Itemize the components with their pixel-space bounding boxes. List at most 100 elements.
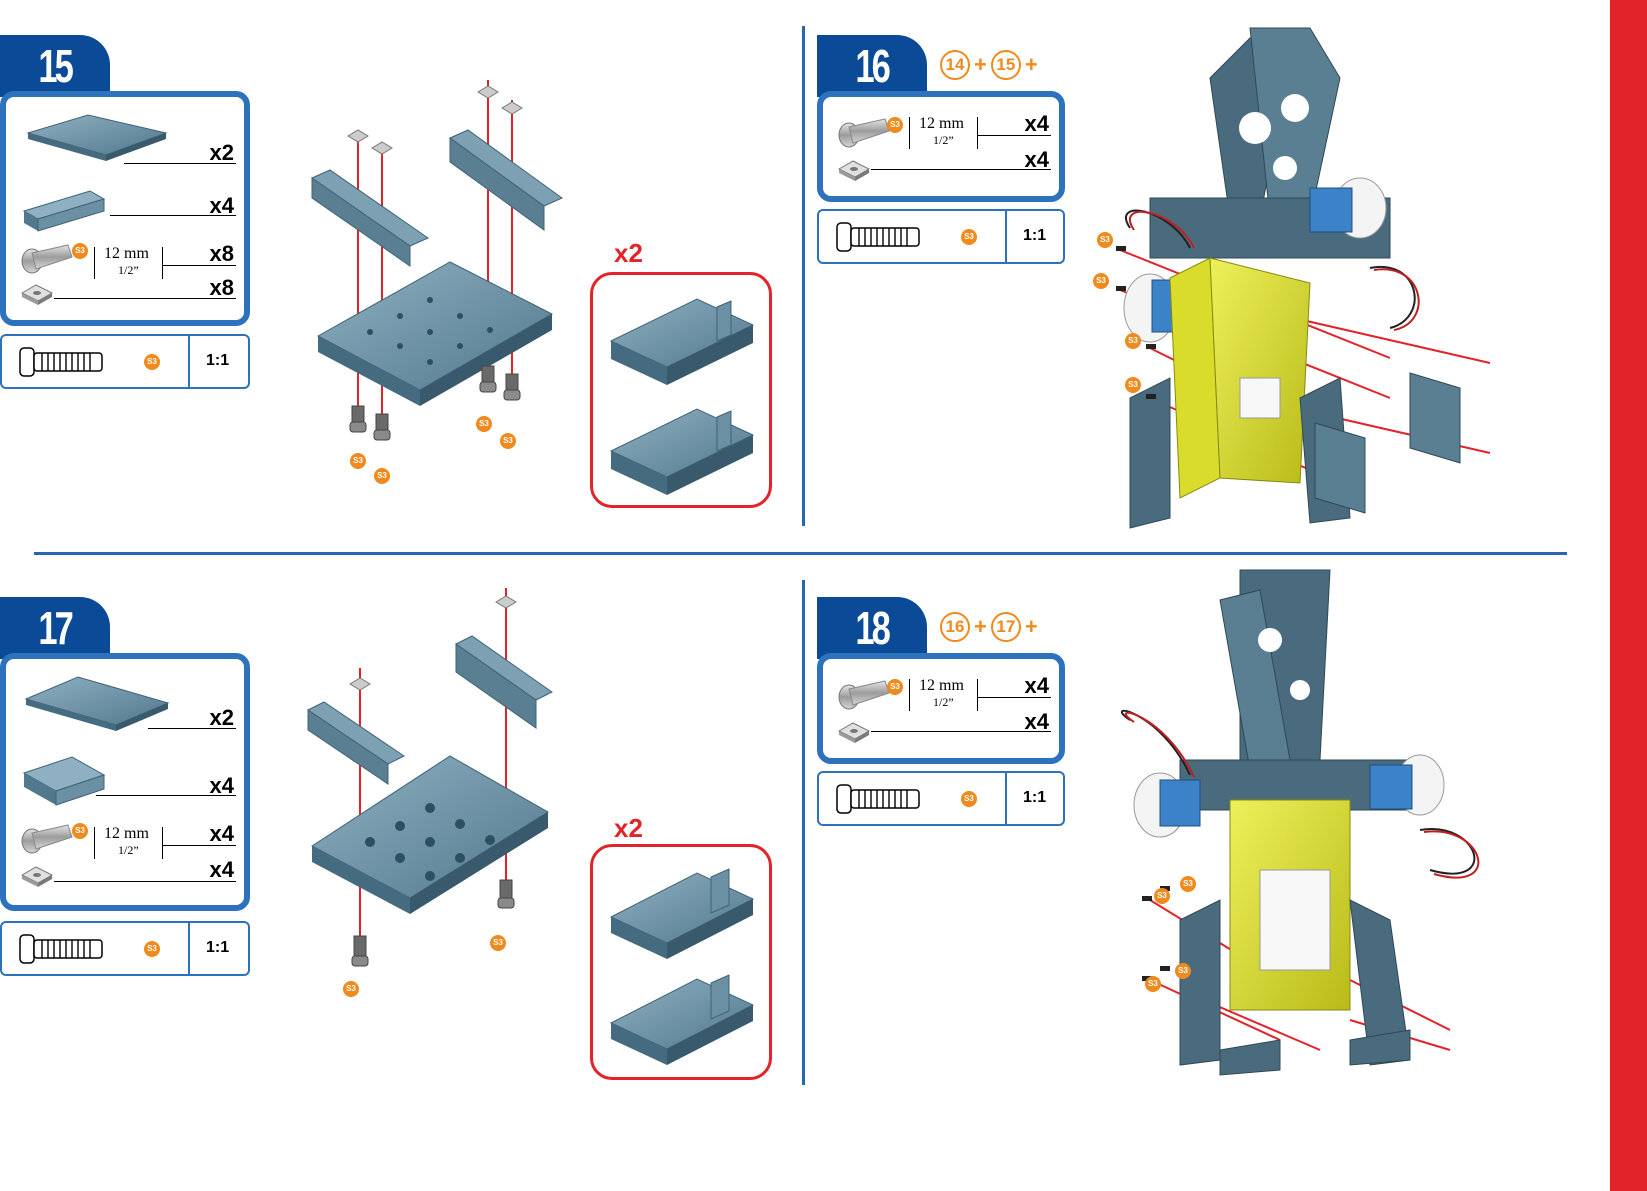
part-qty: x8: [194, 241, 234, 267]
parts-panel: x2 x4 S3 12 mm 1/2” x4 x4: [0, 653, 250, 911]
screw-icon: [837, 115, 893, 149]
s3-callout: S3: [1145, 976, 1161, 992]
s3-callout: S3: [1093, 273, 1109, 289]
size-bar: [977, 117, 978, 149]
s3-badge: S3: [72, 243, 88, 259]
screw-scale-box: S3 1:1: [817, 209, 1065, 264]
subassembly-result-icon: [607, 857, 757, 1067]
size-bar: [94, 827, 95, 859]
size-bar: [977, 679, 978, 711]
part-qty: x8: [194, 275, 234, 301]
prev-step-ref: 14: [940, 50, 970, 80]
screw-size-inch: 1/2”: [118, 263, 139, 278]
screw-actual-size-icon: [18, 933, 108, 965]
multiplier-label: x2: [614, 238, 643, 269]
plus-sign: +: [974, 614, 987, 640]
screw-scale-box: S3 1:1: [0, 334, 250, 389]
screw-size: 12 mm: [919, 115, 964, 133]
step18-robot-diagram: [1120, 560, 1560, 1090]
parts-panel: S3 12 mm 1/2” x4 x4: [817, 91, 1065, 202]
screw-icon: [20, 821, 76, 855]
parts-panel: x2 x4 S3 12 mm 1/2” x8 x8: [0, 91, 250, 326]
screw-scale-box: S3 1:1: [0, 921, 250, 976]
screw-actual-size-icon: [835, 783, 925, 815]
s3-badge: S3: [887, 117, 903, 133]
s3-badge: S3: [144, 354, 160, 370]
s3-callout: S3: [1097, 232, 1113, 248]
prev-step-ref: 15: [991, 50, 1021, 80]
part-qty: x4: [1009, 111, 1049, 137]
s3-badge: S3: [72, 823, 88, 839]
s3-badge: S3: [961, 229, 977, 245]
row-divider: [34, 552, 1567, 555]
size-bar: [162, 247, 163, 279]
scale-divider: [188, 923, 190, 974]
size-bar: [909, 679, 910, 711]
scale-divider: [1005, 773, 1007, 824]
nut-icon: [20, 865, 56, 889]
size-bar: [162, 827, 163, 859]
screw-size-inch: 1/2”: [933, 695, 954, 710]
parts-panel: S3 12 mm 1/2” x4 x4: [817, 653, 1065, 764]
nut-icon: [837, 159, 873, 183]
step15-assembly-diagram: [290, 70, 580, 490]
part-qty: x4: [1009, 709, 1049, 735]
screw-actual-size-icon: [835, 221, 925, 253]
step-number-tab: 16: [817, 35, 927, 97]
s3-callout: S3: [343, 981, 359, 997]
s3-badge: S3: [144, 941, 160, 957]
step-number-tab: 15: [0, 35, 110, 97]
plate-icon: [18, 111, 168, 163]
step-number-tab: 18: [817, 597, 927, 659]
s3-callout: S3: [350, 453, 366, 469]
screw-scale-box: S3 1:1: [817, 771, 1065, 826]
scale-label: 1:1: [206, 352, 229, 370]
part-qty: x2: [194, 140, 234, 166]
s3-badge: S3: [961, 791, 977, 807]
part-qty: x4: [1009, 147, 1049, 173]
subassembly-result-icon: [607, 285, 757, 495]
s3-callout: S3: [1154, 888, 1170, 904]
screw-size: 12 mm: [919, 677, 964, 695]
screw-size: 12 mm: [104, 245, 149, 263]
step17-assembly-diagram: [300, 580, 560, 1000]
s3-callout: S3: [374, 468, 390, 484]
part-qty: x4: [194, 821, 234, 847]
plus-sign: +: [974, 52, 987, 78]
screw-icon: [837, 677, 893, 711]
s3-callout: S3: [476, 416, 492, 432]
plus-sign: +: [1025, 52, 1038, 78]
s3-callout: S3: [1125, 377, 1141, 393]
s3-callout: S3: [1125, 333, 1141, 349]
column-divider-bottom: [802, 580, 805, 1085]
scale-label: 1:1: [206, 939, 229, 957]
page-edge-band: [1610, 0, 1647, 1191]
step16-robot-diagram: [1090, 18, 1560, 538]
size-bar: [94, 247, 95, 279]
s3-callout: S3: [1175, 963, 1191, 979]
prev-step-ref: 17: [991, 612, 1021, 642]
nut-icon: [20, 283, 56, 307]
part-qty: x4: [194, 773, 234, 799]
screw-size-inch: 1/2”: [933, 133, 954, 148]
bracket-icon: [20, 189, 110, 233]
screw-size: 12 mm: [104, 825, 149, 843]
prev-step-ref: 16: [940, 612, 970, 642]
scale-divider: [1005, 211, 1007, 262]
screw-icon: [20, 241, 76, 275]
subassembly-frame: [590, 844, 772, 1080]
nut-icon: [837, 721, 873, 745]
screw-size-inch: 1/2”: [118, 843, 139, 858]
step-number-tab: 17: [0, 597, 110, 659]
subassembly-frame: [590, 272, 772, 508]
s3-callout: S3: [1180, 876, 1196, 892]
scale-label: 1:1: [1023, 789, 1046, 807]
s3-badge: S3: [887, 679, 903, 695]
s3-callout: S3: [490, 935, 506, 951]
bracket-icon: [20, 755, 110, 807]
part-qty: x2: [194, 705, 234, 731]
scale-divider: [188, 336, 190, 387]
multiplier-label: x2: [614, 813, 643, 844]
step-formula: 16 + 17 +: [940, 612, 1038, 642]
part-qty: x4: [194, 857, 234, 883]
